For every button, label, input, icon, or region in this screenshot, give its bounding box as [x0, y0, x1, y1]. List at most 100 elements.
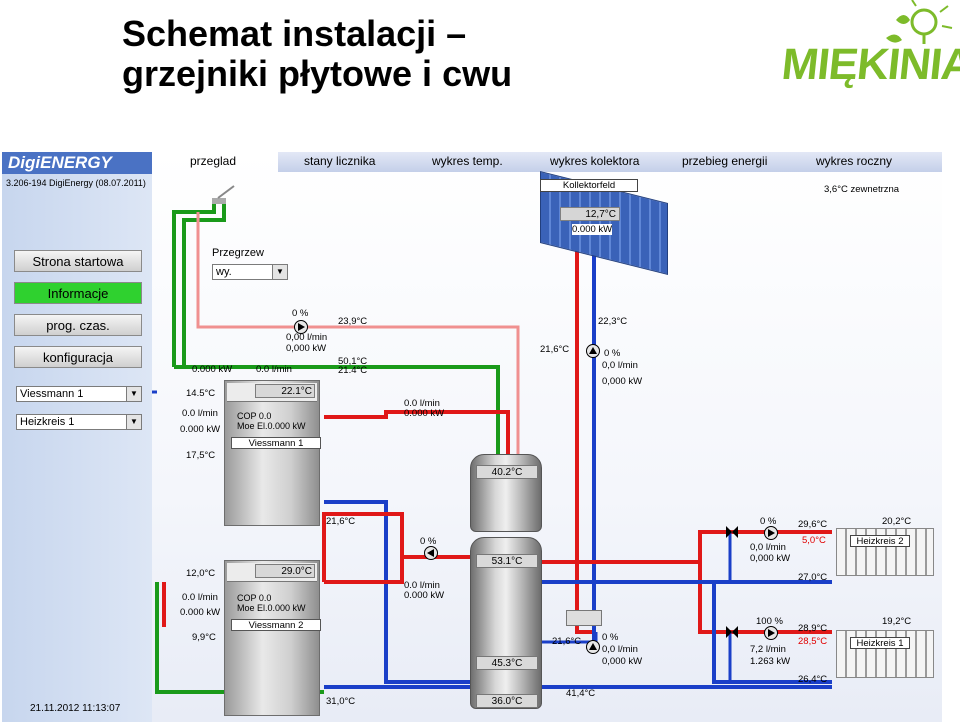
lower-pump-flow: 0,0 l/min — [602, 644, 638, 655]
hk2-return-temp: 27,0°C — [798, 572, 828, 583]
top-pump-flow: 0,00 l/min — [286, 332, 328, 343]
top-pump-pct: 0 % — [292, 308, 309, 319]
device-select[interactable]: Viessmann 1 ▼ — [16, 386, 142, 402]
boiler2-flow: 0.0 l/min — [182, 592, 218, 603]
pump-icon — [764, 626, 778, 640]
miekinia-logo: MIĘKINIA — [776, 0, 960, 110]
sidebar: DigiENERGY 3.206-194 DigiEnergy (08.07.2… — [2, 152, 152, 722]
digienergy-app: DigiENERGY 3.206-194 DigiEnergy (08.07.2… — [2, 152, 942, 722]
boiler1-in-temp: 14.5°C — [186, 388, 216, 399]
tab-wykres-roczny[interactable]: wykres roczny — [816, 154, 893, 168]
chimney-icon — [212, 185, 235, 204]
hk2-power: 0,000 kW — [750, 553, 791, 564]
boiler1-temp: 22.1°C — [255, 384, 315, 398]
hk2-pct: 0 % — [760, 516, 777, 527]
tab-przebieg-energii[interactable]: przebieg energii — [682, 154, 768, 168]
solar-pump-icon — [586, 344, 600, 358]
title-line-2: grzejniki płytowe i cwu — [122, 53, 513, 94]
boiler2-in-temp: 12,0°C — [186, 568, 216, 579]
lower-pump-temp-bottom: 41,4°C — [566, 688, 596, 699]
pump-icon — [764, 526, 778, 540]
mid-power2: 0.000 kW — [404, 590, 445, 601]
heat-exchanger — [566, 610, 602, 626]
hk2-flow: 0,0 l/min — [750, 542, 786, 553]
mid-temp-blue: 21,6°C — [326, 516, 356, 527]
lower-pump-power: 0,000 kW — [602, 656, 643, 667]
hk1-set-temp: 28,5°C — [798, 636, 828, 647]
dhw-tank-lower: 53.1°C 45.3°C 36.0°C — [470, 537, 542, 709]
time-program-button[interactable]: prog. czas. — [14, 314, 142, 336]
tank-upper-temp: 40.2°C — [476, 465, 538, 479]
circuit-select-value: Heizkreis 1 — [20, 416, 75, 428]
hk1-room-temp: 19,2°C — [882, 616, 912, 627]
heat-pump-viessmann-2: 29.0°C COP 0.0 Moe El.0.000 kW Viessmann… — [224, 560, 321, 716]
mid-power1: 0.000 kW — [404, 408, 445, 419]
configuration-button[interactable]: konfiguracja — [14, 346, 142, 368]
boiler1-moe: Moe El.0.000 kW — [237, 421, 306, 431]
mid-flow1: 0.0 l/min — [404, 398, 440, 409]
menu-bar — [278, 152, 942, 172]
hk1-name: Heizkreis 1 — [850, 637, 910, 649]
chevron-down-icon[interactable]: ▼ — [126, 387, 141, 401]
przegrzew-select[interactable]: wy. ▼ — [212, 264, 288, 280]
left-row-flow: 0.0 l/min — [256, 364, 292, 375]
information-button[interactable]: Informacje — [14, 282, 142, 304]
boiler2-power: 0.000 kW — [180, 607, 221, 618]
tab-przeglad[interactable]: przeglad — [190, 154, 237, 168]
solar-flow: 0,0 l/min — [602, 360, 638, 371]
hk1-pct: 100 % — [756, 616, 783, 627]
tab-stany-licznika[interactable]: stany licznika — [304, 154, 376, 168]
lower-pump-temp: 21,6°C — [552, 636, 582, 647]
boiler2-cop: COP 0.0 — [237, 593, 272, 603]
device-select-value: Viessmann 1 — [20, 388, 84, 400]
collector-temp: 12,7°C — [560, 207, 620, 221]
outside-temp-label: 3,6°C zewnetrzna — [824, 184, 900, 195]
left-row-power: 0.000 kW — [192, 364, 233, 375]
chevron-down-icon[interactable]: ▼ — [126, 415, 141, 429]
tab-wykres-temp[interactable]: wykres temp. — [432, 154, 503, 168]
title-line-1: Schemat instalacji – — [122, 13, 467, 54]
tab-wykres-kolektora[interactable]: wykres kolektora — [550, 154, 640, 168]
hk1-power: 1.263 kW — [750, 656, 791, 667]
przegrzew-value: wy. — [216, 266, 232, 278]
chevron-down-icon[interactable]: ▼ — [272, 265, 287, 279]
tank-lower-temp-top: 53.1°C — [476, 554, 538, 568]
boiler1-out-temp: 17,5°C — [186, 450, 216, 461]
circuit-select[interactable]: Heizkreis 1 ▼ — [16, 414, 142, 430]
solar-flow-temp: 22,3°C — [598, 316, 628, 327]
solar-power: 0,000 kW — [602, 376, 643, 387]
buffer-tank-upper: 40.2°C — [470, 454, 542, 532]
hk2-set-temp: 5,0°C — [802, 535, 826, 546]
lower-pump-pct: 0 % — [602, 632, 619, 643]
mid-temp-bottom: 31,0°C — [326, 696, 356, 707]
boiler2-name: Viessmann 2 — [231, 619, 321, 631]
start-page-button[interactable]: Strona startowa — [14, 250, 142, 272]
hk1-flow: 7,2 l/min — [750, 644, 786, 655]
hk2-room-temp: 20,2°C — [882, 516, 912, 527]
top-pump-temp2: 50,1°C — [338, 356, 368, 367]
mid-flow2: 0.0 l/min — [404, 580, 440, 591]
hk1-supply-temp: 28,9°C — [798, 623, 828, 634]
version-label: 3.206-194 DigiEnergy (08.07.2011) — [6, 178, 146, 188]
hk2-name: Heizkreis 2 — [850, 535, 910, 547]
boiler2-out-temp: 9,9°C — [192, 632, 216, 643]
boiler1-cop: COP 0.0 — [237, 411, 272, 421]
boiler1-flow: 0.0 l/min — [182, 408, 218, 419]
boiler2-moe: Moe El.0.000 kW — [237, 603, 306, 613]
mid-pump-pct: 0 % — [420, 536, 437, 547]
przegrzew-label: Przegrzew — [212, 247, 264, 259]
hk2-supply-temp: 29,6°C — [798, 519, 828, 530]
tank-lower-temp-bottom: 36.0°C — [476, 694, 538, 708]
lightbulb-icon — [886, 0, 953, 44]
solar-return-temp: 21,6°C — [540, 344, 570, 355]
top-pump-power: 0,000 kW — [286, 343, 327, 354]
slide-title: Schemat instalacji – grzejniki płytowe i… — [122, 14, 512, 94]
solar-pump-pct: 0 % — [604, 348, 621, 359]
top-pump-temp3: 21.4°C — [338, 365, 368, 376]
collector-label: Kollektorfeld — [540, 179, 638, 192]
heat-pump-viessmann-1: 22.1°C COP 0.0 Moe El.0.000 kW Viessmann… — [224, 380, 321, 526]
brand-logo: DigiENERGY — [2, 152, 152, 174]
logo-text: MIĘKINIA — [779, 40, 960, 89]
hk1-return-temp: 26,4°C — [798, 674, 828, 685]
pump-icon — [294, 320, 308, 334]
